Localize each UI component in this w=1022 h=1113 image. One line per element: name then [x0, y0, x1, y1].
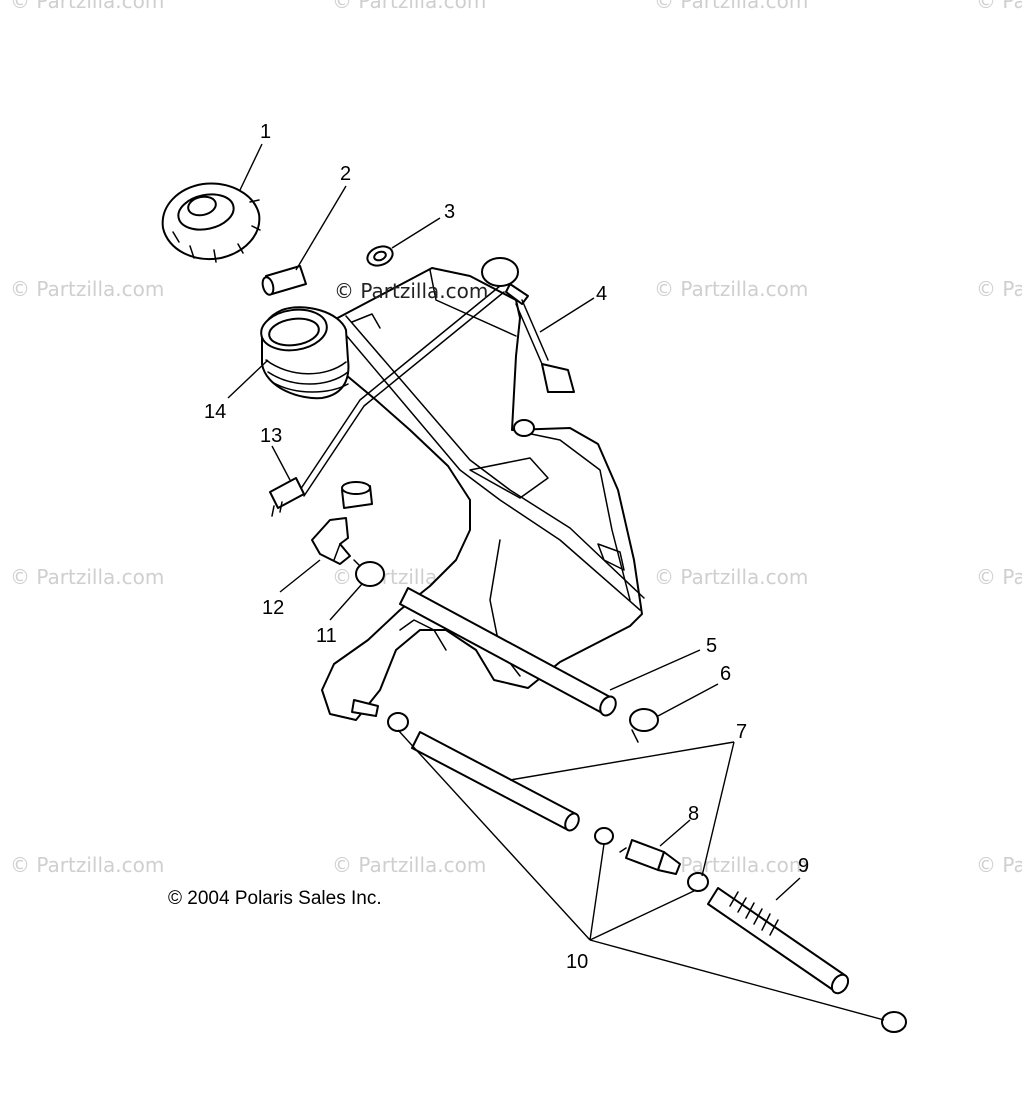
watermark: © Partzilla.com — [654, 277, 808, 301]
part-clamps-10 — [594, 827, 907, 1033]
callout-14: 14 — [204, 401, 226, 423]
part-connector — [269, 477, 373, 517]
callout-3: 3 — [444, 201, 455, 223]
callout-12: 12 — [262, 597, 284, 619]
part-fuel-filter — [619, 839, 681, 875]
watermark: © Partzilla.com — [654, 0, 808, 13]
watermark: © Partzilla.com — [976, 277, 1022, 301]
leader-lines — [227, 143, 885, 1021]
callouts: 1 2 3 4 5 6 7 8 9 10 11 12 13 14 — [204, 121, 809, 973]
watermark: © Partzilla.com — [976, 565, 1022, 589]
callout-6: 6 — [720, 663, 731, 685]
callout-8: 8 — [688, 803, 699, 825]
watermark: © Partzilla.com — [10, 565, 164, 589]
part-hose-with-spring — [707, 887, 850, 995]
callout-5: 5 — [706, 635, 717, 657]
part-fuel-sender — [299, 257, 575, 497]
callout-7: 7 — [736, 721, 747, 743]
callout-13: 13 — [260, 425, 282, 447]
callout-9: 9 — [798, 855, 809, 877]
part-fuel-hose — [411, 731, 580, 832]
part-fuel-cap — [161, 182, 261, 263]
watermarks: © Partzilla.com © Partzilla.com © Partzi… — [10, 0, 1022, 877]
part-fuel-tank — [317, 267, 645, 721]
part-hose-clamp — [629, 708, 659, 743]
watermark: © Partzilla.com — [10, 853, 164, 877]
part-elbow-fitting — [311, 517, 351, 565]
callout-1: 1 — [260, 121, 271, 143]
part-filler-neck — [260, 306, 350, 400]
watermark: © Partzilla.com — [10, 277, 164, 301]
watermark-center: © Partzilla.com — [334, 279, 488, 303]
watermark: © Partzilla.com — [976, 0, 1022, 13]
watermark: © Partzilla.com — [976, 853, 1022, 877]
callout-2: 2 — [340, 163, 351, 185]
watermark: © Partzilla.com — [332, 0, 486, 13]
part-washer — [366, 245, 394, 267]
part-pin — [261, 265, 307, 296]
callout-4: 4 — [596, 283, 607, 305]
part-outlet-fitting — [351, 699, 409, 732]
part-clamp — [353, 559, 385, 587]
callout-11: 11 — [316, 625, 337, 647]
part-vent-hose — [399, 587, 617, 717]
watermark: © Partzilla.com — [332, 853, 486, 877]
callout-10: 10 — [566, 951, 588, 973]
watermark: © Partzilla.com — [654, 565, 808, 589]
watermark: © Partzilla.com — [10, 0, 164, 13]
copyright-text: © 2004 Polaris Sales Inc. — [168, 888, 382, 909]
